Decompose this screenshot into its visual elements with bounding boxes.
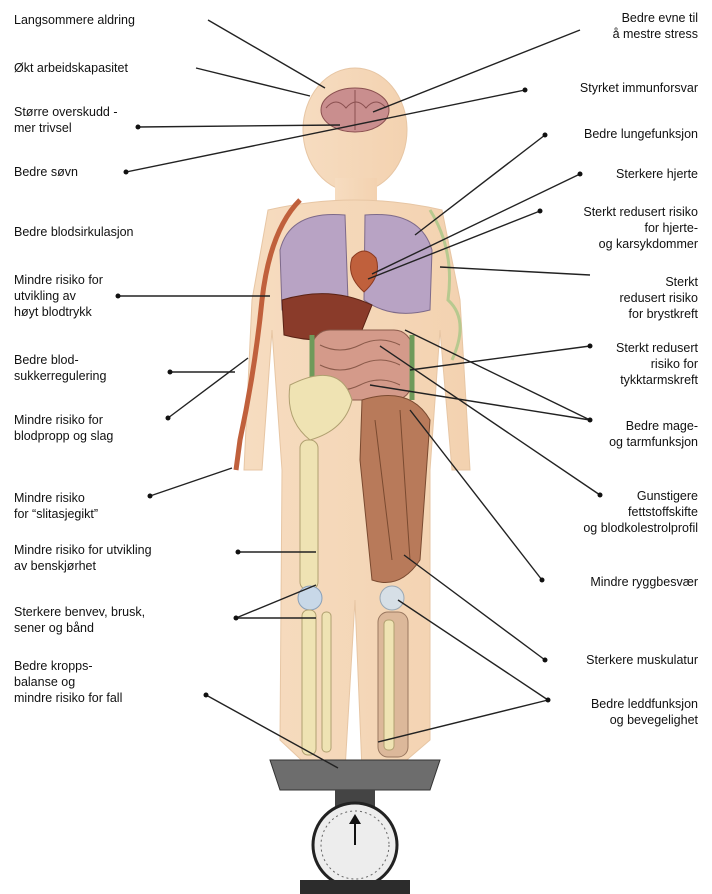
label-line: for “slitasjegikt” xyxy=(14,506,98,522)
label-line: sukkerregulering xyxy=(14,368,106,384)
label-immune: Styrket immunforsvar xyxy=(580,80,698,96)
label-osteoporosis: Mindre risiko for utvikling av benskjørh… xyxy=(14,542,152,574)
label-line: mindre risiko for fall xyxy=(14,690,122,706)
label-line: Mindre risiko for xyxy=(14,272,103,288)
label-line: å mestre stress xyxy=(613,26,698,42)
label-line: Bedre kropps- xyxy=(14,658,122,674)
label-line: Bedre blod- xyxy=(14,352,106,368)
label-colon-cancer: Sterkt redusert risiko for tykktarmskref… xyxy=(616,340,698,388)
label-line: og blodkolestrolprofil xyxy=(583,520,698,536)
label-line: Sterkere muskulatur xyxy=(586,652,698,668)
label-line: høyt blodtrykk xyxy=(14,304,103,320)
label-line: Bedre blodsirkulasjon xyxy=(14,224,134,240)
label-bones: Sterkere benvev, brusk, sener og bånd xyxy=(14,604,145,636)
label-line: for hjerte- xyxy=(583,220,698,236)
label-circulation: Bedre blodsirkulasjon xyxy=(14,224,134,240)
label-lung: Bedre lungefunksjon xyxy=(584,126,698,142)
label-line: blodpropp og slag xyxy=(14,428,113,444)
label-back: Mindre ryggbesvær xyxy=(590,574,698,590)
label-arthritis: Mindre risiko for “slitasjegikt” xyxy=(14,490,98,522)
label-line: balanse og xyxy=(14,674,122,690)
label-cardio: Sterkt redusert risiko for hjerte- og ka… xyxy=(583,204,698,252)
label-line: Bedre mage- xyxy=(609,418,698,434)
label-line: risiko for xyxy=(616,356,698,372)
label-line: Større overskudd - xyxy=(14,104,118,120)
label-line: Mindre ryggbesvær xyxy=(590,574,698,590)
label-line: Styrket immunforsvar xyxy=(580,80,698,96)
label-blood-pressure: Mindre risiko for utvikling av høyt blod… xyxy=(14,272,103,320)
label-work-capacity: Økt arbeidskapasitet xyxy=(14,60,128,76)
label-line: Gunstigere xyxy=(583,488,698,504)
label-line: av benskjørhet xyxy=(14,558,152,574)
label-aging: Langsommere aldring xyxy=(14,12,135,28)
label-line: Sterkt redusert risiko xyxy=(583,204,698,220)
label-line: Økt arbeidskapasitet xyxy=(14,60,128,76)
label-line: Bedre søvn xyxy=(14,164,78,180)
label-muscles: Sterkere muskulatur xyxy=(586,652,698,668)
label-line: redusert risiko xyxy=(620,290,699,306)
label-line: og karsykdommer xyxy=(583,236,698,252)
label-line: Sterkere benvev, brusk, xyxy=(14,604,145,620)
label-line: fettstoffskifte xyxy=(583,504,698,520)
label-line: og tarmfunksjon xyxy=(609,434,698,450)
label-line: Bedre leddfunksjon xyxy=(591,696,698,712)
label-line: Mindre risiko for utvikling xyxy=(14,542,152,558)
label-line: Bedre evne til xyxy=(613,10,698,26)
label-line: sener og bånd xyxy=(14,620,145,636)
label-line: tykktarmskreft xyxy=(616,372,698,388)
label-line: Sterkt xyxy=(620,274,699,290)
label-line: mer trivsel xyxy=(14,120,118,136)
label-line: for brystkreft xyxy=(620,306,699,322)
scale-illustration xyxy=(270,760,440,894)
label-balance: Bedre kropps- balanse og mindre risiko f… xyxy=(14,658,122,706)
label-heart: Sterkere hjerte xyxy=(616,166,698,182)
label-line: Sterkt redusert xyxy=(616,340,698,356)
label-line: og bevegelighet xyxy=(591,712,698,728)
label-line: Mindre risiko for xyxy=(14,412,113,428)
label-stress: Bedre evne til å mestre stress xyxy=(613,10,698,42)
label-breast-cancer: Sterkt redusert risiko for brystkreft xyxy=(620,274,699,322)
label-fat-metabolism: Gunstigere fettstoffskifte og blodkolest… xyxy=(583,488,698,536)
label-joints: Bedre leddfunksjon og bevegelighet xyxy=(591,696,698,728)
label-blood-clot: Mindre risiko for blodpropp og slag xyxy=(14,412,113,444)
label-line: Bedre lungefunksjon xyxy=(584,126,698,142)
label-blood-sugar: Bedre blod- sukkerregulering xyxy=(14,352,106,384)
body-silhouette xyxy=(244,68,470,790)
label-digestion: Bedre mage- og tarmfunksjon xyxy=(609,418,698,450)
label-line: utvikling av xyxy=(14,288,103,304)
label-line: Sterkere hjerte xyxy=(616,166,698,182)
label-sleep: Bedre søvn xyxy=(14,164,78,180)
label-line: Mindre risiko xyxy=(14,490,98,506)
label-wellbeing: Større overskudd - mer trivsel xyxy=(14,104,118,136)
label-line: Langsommere aldring xyxy=(14,12,135,28)
